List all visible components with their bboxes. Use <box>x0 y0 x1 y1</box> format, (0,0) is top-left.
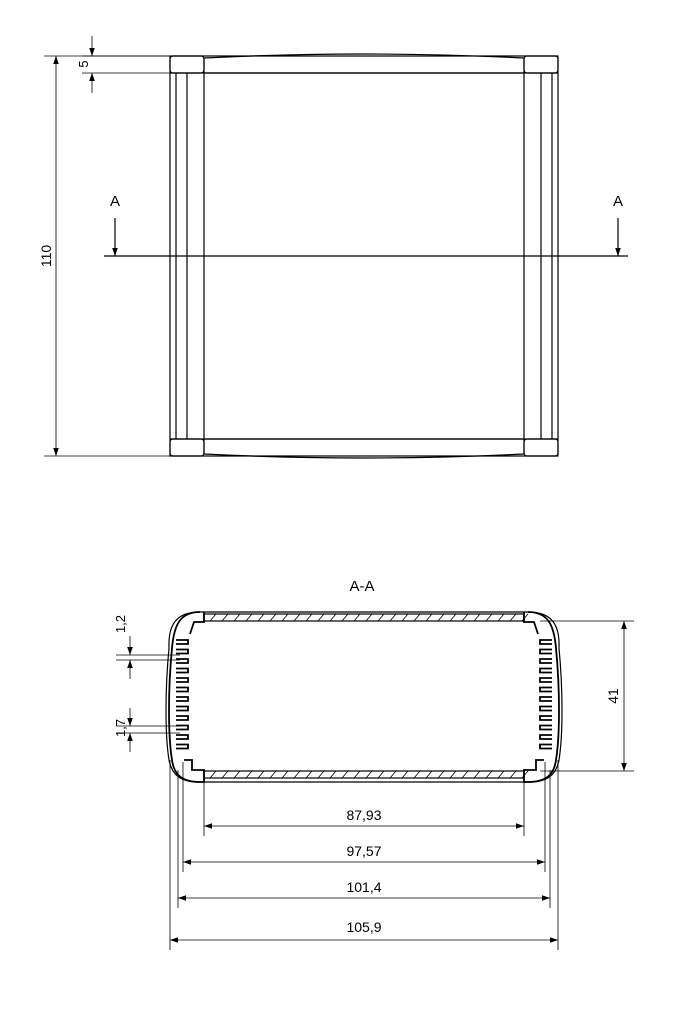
section-marker-right: A <box>613 193 623 210</box>
section-title: A-A <box>349 578 374 595</box>
dim-label-height: 110 <box>38 245 54 268</box>
dim-label-wall: 1,2 <box>113 615 128 633</box>
section-view: A-A 41 1,2 1,7 <box>113 578 634 950</box>
dim-label-width-2: 97,57 <box>346 843 381 859</box>
top-panel-edge <box>203 53 525 74</box>
right-fins <box>539 639 552 750</box>
top-cover-plate <box>203 613 525 622</box>
end-cap-bottom-left <box>169 438 205 457</box>
right-wall <box>523 611 560 783</box>
dim-label-width-1: 87,93 <box>346 807 381 823</box>
profile-outline <box>165 611 563 783</box>
top-view: A A 110 5 <box>38 36 628 459</box>
end-cap-top-left <box>169 55 205 74</box>
end-cap-top-right <box>523 55 559 74</box>
bottom-panel-edge <box>203 438 525 459</box>
dim-label-end-cap: 5 <box>76 60 91 67</box>
end-cap-bottom-right <box>523 438 559 457</box>
dim-label-width-3: 101,4 <box>346 879 381 895</box>
dim-label-fin: 1,7 <box>113 719 128 737</box>
left-fins <box>176 639 189 750</box>
left-wall <box>168 611 205 783</box>
bottom-cover-plate <box>203 770 525 779</box>
top-cover-hatch <box>209 613 529 622</box>
section-marker-left: A <box>110 193 120 210</box>
bottom-cover-hatch <box>209 770 529 779</box>
dim-label-inner-height: 41 <box>605 688 621 704</box>
dim-label-width-4: 105,9 <box>346 919 381 935</box>
